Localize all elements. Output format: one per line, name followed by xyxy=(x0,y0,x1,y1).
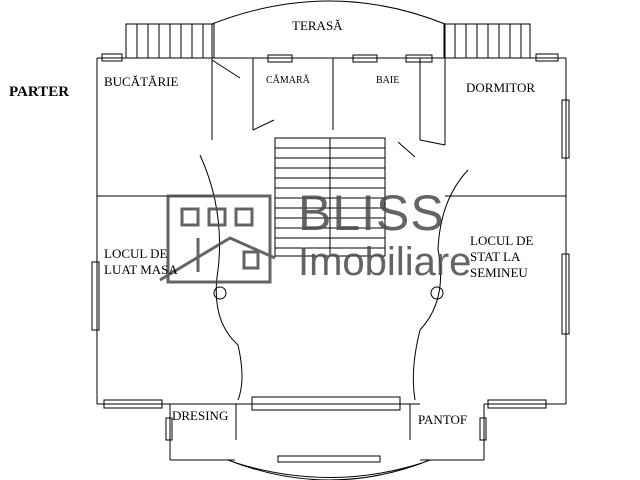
bottom-arc-inner xyxy=(235,462,423,478)
room-label-wardrobe: DRESING xyxy=(172,408,229,423)
curved-partition-right xyxy=(412,169,469,401)
room-label-terrace: TERASĂ xyxy=(292,18,343,33)
bliss-watermark: BLISS Imobiliare xyxy=(298,188,471,284)
room-label-bedroom: DORMITOR xyxy=(466,80,536,95)
curved-partition-left xyxy=(199,154,243,401)
inner-walls xyxy=(97,58,566,440)
room-label-pantry: CĂMARĂ xyxy=(266,75,310,86)
windows xyxy=(91,53,570,463)
room-label-living: LOCUL DE STAT LA SEMINEU xyxy=(470,233,534,280)
room-label-kitchen: BUCĂTĂRIE xyxy=(104,74,179,89)
terrace-arc xyxy=(211,0,446,25)
terrace-stairs-right xyxy=(443,23,531,59)
column-left xyxy=(213,286,227,300)
column-right xyxy=(430,286,444,300)
room-label-dining: LOCUL DE LUAT MASA xyxy=(104,246,178,277)
room-label-shoes: PANTOF xyxy=(418,412,468,427)
room-label-bathroom: BAIE xyxy=(376,75,400,86)
bliss-house-logo xyxy=(159,194,276,284)
floor-label: PARTER xyxy=(9,84,70,100)
terrace-stairs-left xyxy=(125,23,215,59)
central-staircase xyxy=(274,137,386,257)
watermark-sub: Imobiliare xyxy=(298,240,472,284)
watermark-name: BLISS xyxy=(298,185,445,241)
